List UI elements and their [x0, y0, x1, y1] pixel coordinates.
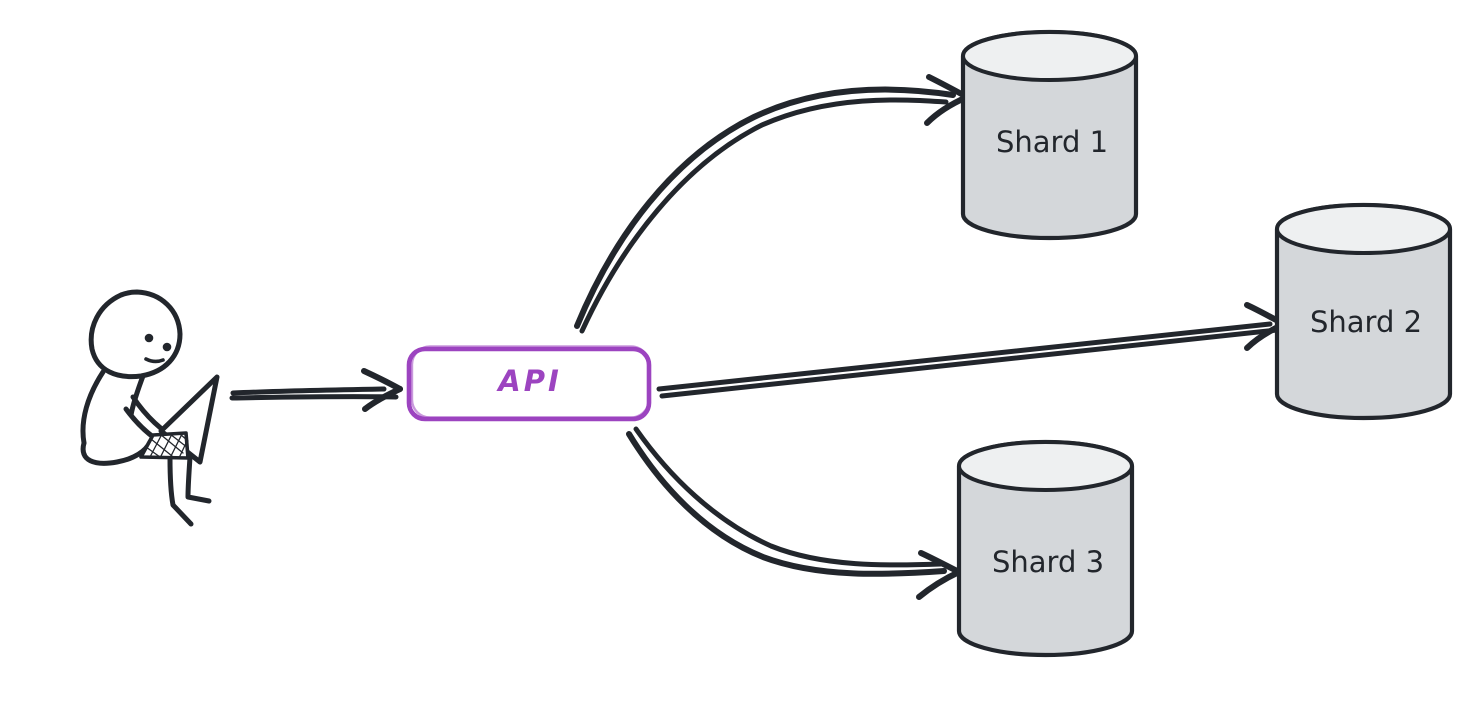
arrow-shaft-line — [656, 321, 1273, 392]
arrow-api-to-shard-1 — [574, 74, 970, 334]
person-leg-back — [185, 454, 212, 504]
cylinder-top — [1275, 203, 1452, 255]
api-node: API — [406, 345, 652, 422]
api-label: API — [496, 364, 562, 398]
arrow-api-to-shard-3 — [626, 426, 962, 600]
person-leg-front — [167, 455, 194, 527]
arrowhead — [362, 386, 403, 412]
arrow-curve-line — [574, 86, 956, 329]
person-with-laptop-icon — [80, 289, 220, 527]
person-back — [80, 369, 106, 446]
api-box-sketch-stroke — [410, 345, 651, 419]
arrowhead — [361, 368, 403, 392]
arrow-shaft-line — [229, 394, 399, 401]
arrow-curve-line — [626, 431, 947, 577]
shard-2-database: Shard 2 — [1274, 202, 1453, 421]
cylinder-top — [961, 30, 1138, 82]
shard-3-label: Shard 3 — [992, 545, 1104, 579]
person-eye-left — [144, 333, 154, 343]
arrowhead — [916, 569, 962, 600]
cylinder-top — [957, 440, 1134, 492]
person-eye-right — [162, 342, 172, 352]
arrow-curve-line — [633, 426, 944, 568]
arrow-person-to-api — [229, 368, 403, 412]
person-head — [88, 289, 183, 380]
shard-1-database: Shard 1 — [960, 29, 1139, 241]
shard-3-database: Shard 3 — [956, 439, 1135, 658]
arrow-shaft-line — [659, 327, 1280, 399]
arrow-curve-line — [579, 97, 949, 334]
arrow-shaft-line — [230, 386, 387, 396]
shard-2-label: Shard 2 — [1310, 305, 1422, 339]
arrow-api-to-shard-2 — [656, 302, 1287, 399]
person-mouth — [144, 357, 165, 364]
shard-1-label: Shard 1 — [996, 125, 1108, 159]
person-seat — [80, 439, 153, 466]
laptop-keyboard-hatching — [143, 433, 189, 459]
